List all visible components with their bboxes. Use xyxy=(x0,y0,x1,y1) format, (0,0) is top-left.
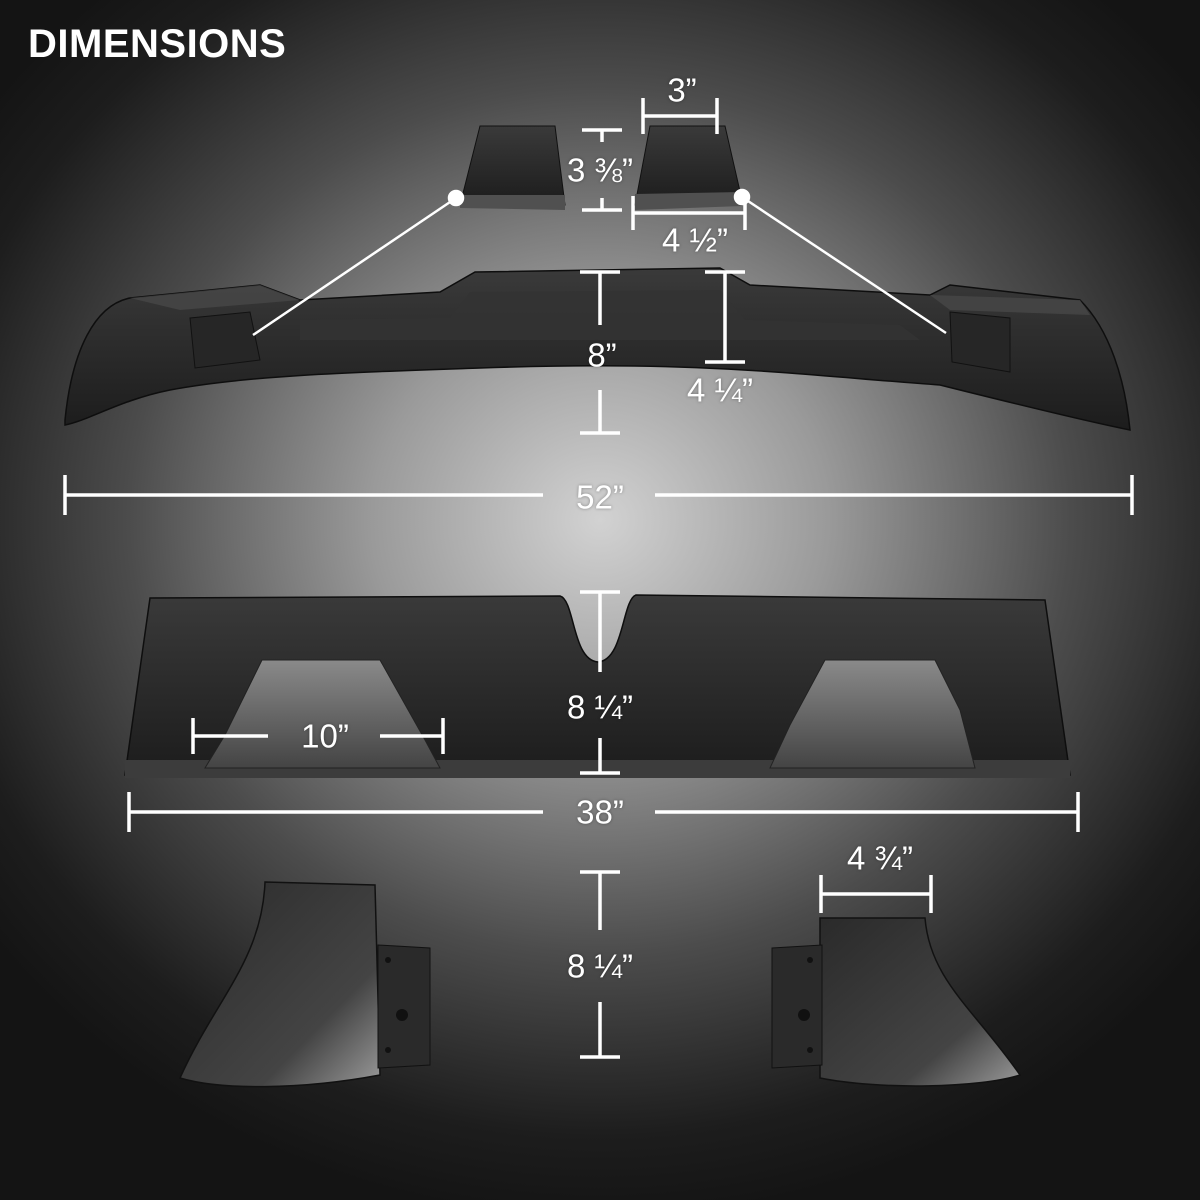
right-end-cap xyxy=(771,917,1022,1087)
label-fin-width: 10” xyxy=(301,717,349,755)
dimline-spoiler-center-height xyxy=(580,270,620,435)
label-lower-panel-height: 8 ¼” xyxy=(566,688,634,726)
dimline-end-cap-height xyxy=(580,870,620,1059)
callout-lines xyxy=(252,188,947,337)
label-spoiler-side-height: 4 ¼” xyxy=(686,371,754,409)
dimline-top-block-bottom-width xyxy=(631,196,747,230)
dimline-fin-width xyxy=(191,718,445,754)
dimline-top-block-height xyxy=(582,128,622,212)
label-lower-panel-length: 38” xyxy=(576,793,624,831)
label-spoiler-center-height: 8” xyxy=(587,336,617,374)
label-top-block-top-width: 3” xyxy=(667,71,697,109)
dimline-lower-panel-length xyxy=(127,792,1080,832)
dimline-spoiler-side-height xyxy=(705,270,745,364)
label-top-block-height: 3 ⅜” xyxy=(566,151,634,189)
rear-spoiler xyxy=(64,267,1131,431)
left-riser-block xyxy=(459,125,566,210)
label-end-cap-height: 8 ¼” xyxy=(566,947,634,985)
dimline-end-cap-width xyxy=(819,875,933,913)
left-end-cap xyxy=(178,881,431,1088)
dimline-top-block-top-width xyxy=(641,98,719,134)
dimline-spoiler-length xyxy=(63,475,1134,515)
right-riser-block xyxy=(634,125,743,210)
page-title: DIMENSIONS xyxy=(28,22,287,66)
label-end-cap-width: 4 ¾” xyxy=(846,839,914,877)
lower-diffuser-panel xyxy=(124,594,1071,778)
dimline-lower-panel-height xyxy=(580,590,620,775)
label-spoiler-length: 52” xyxy=(576,478,624,516)
label-top-block-bottom-width: 4 ½” xyxy=(661,221,729,259)
